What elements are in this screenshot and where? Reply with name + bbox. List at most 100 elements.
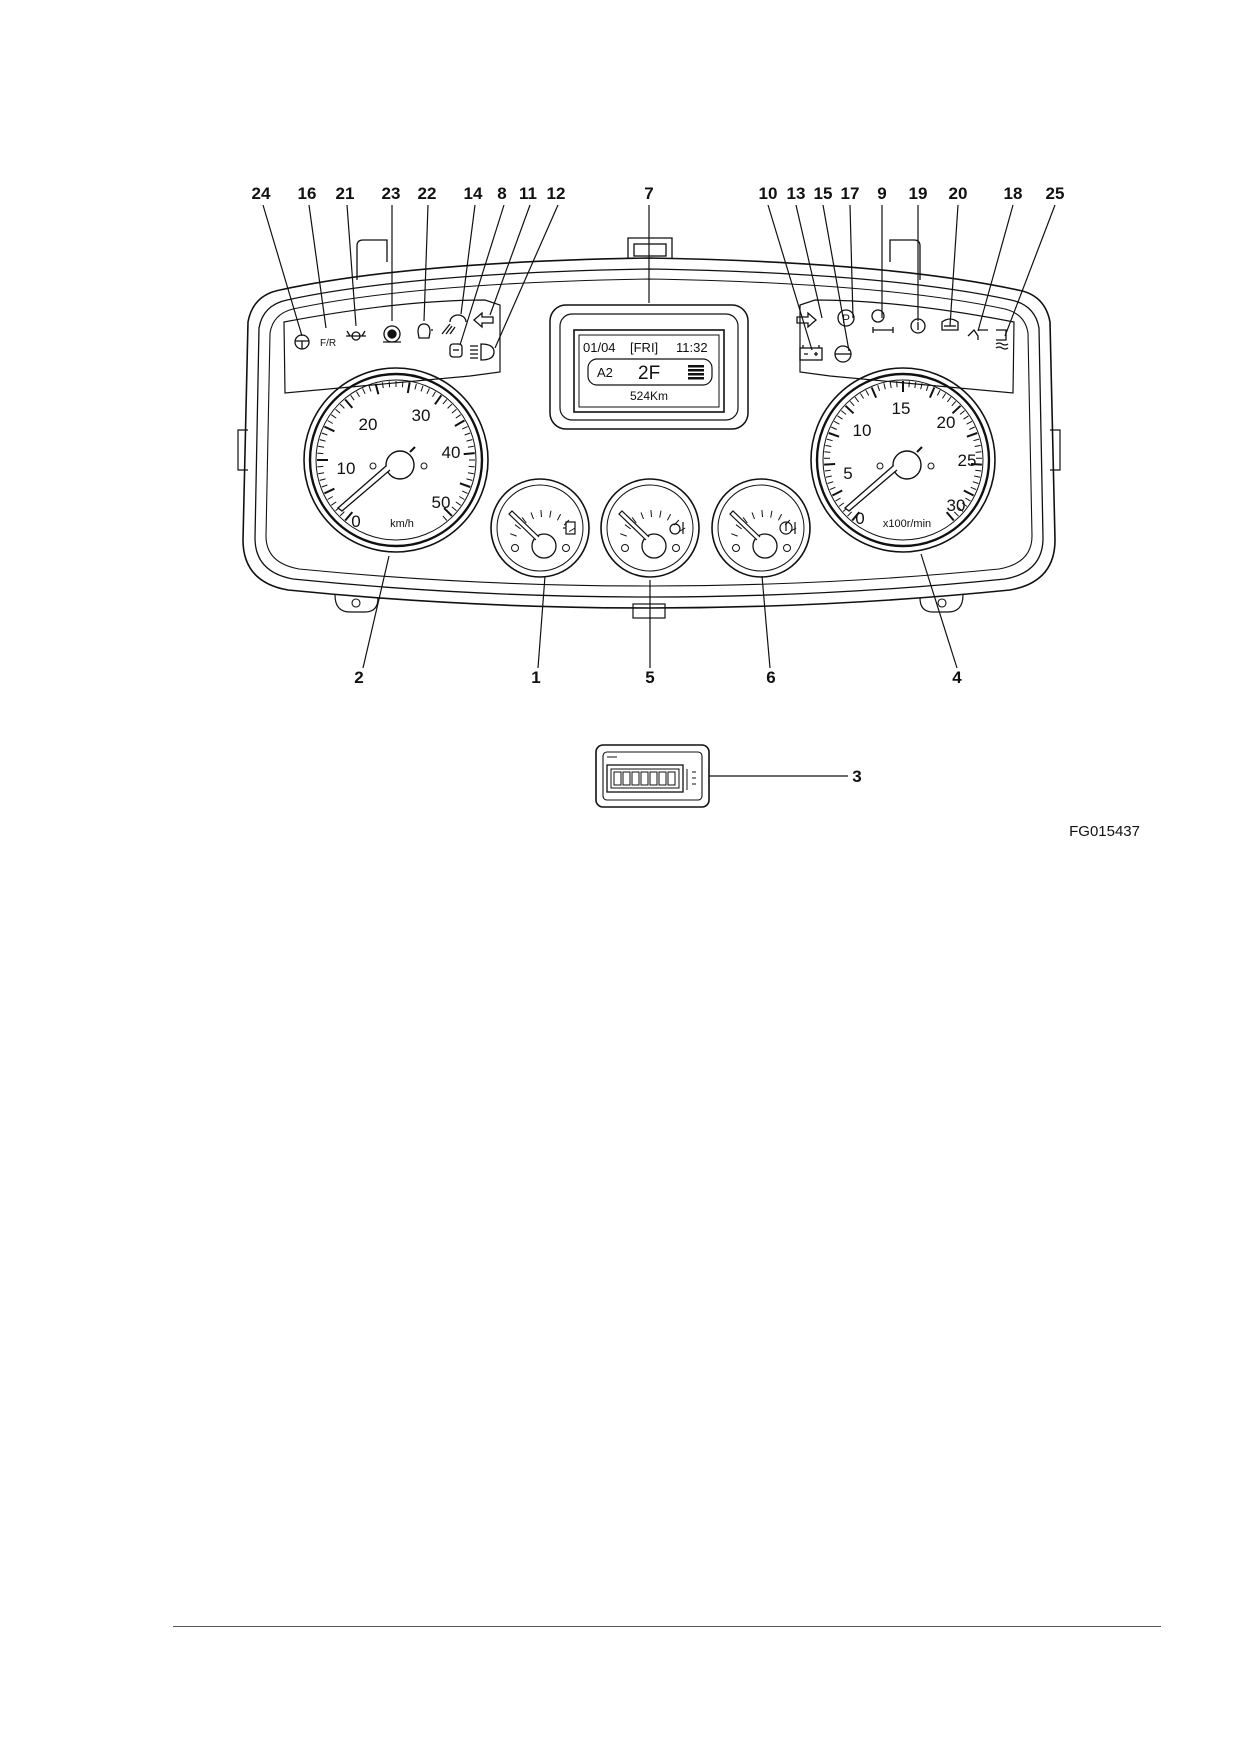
speedo-tick-mark-52 <box>458 496 465 500</box>
panel-housing <box>237 237 1061 619</box>
tacho-needle <box>843 465 898 512</box>
lcd-gear: 2F <box>638 363 660 384</box>
speedo-tick-mark-24 <box>368 385 372 392</box>
trans-tick-mark-5 <box>659 510 662 518</box>
callout-10: 10 <box>759 184 778 203</box>
tacho-tick-mark-28 <box>889 381 892 389</box>
tacho-tick-mark-21 <box>849 400 855 407</box>
top-leader-lines <box>262 204 1056 352</box>
tacho-tick-mark-19 <box>840 410 847 415</box>
speedo-tick-mark-35 <box>434 394 443 405</box>
callout-7: 7 <box>644 184 653 203</box>
tacho-tick-mark-42 <box>963 415 969 420</box>
speedo-tick-mark-44 <box>467 445 474 448</box>
bulb-icon <box>417 323 433 339</box>
speedo-tick-mark-19 <box>339 403 345 409</box>
callout-4: 4 <box>952 668 962 687</box>
tacho-tick-20: 20 <box>937 413 956 432</box>
speedo-tick-mark-34 <box>432 391 436 398</box>
steering-icon <box>294 334 310 350</box>
tacho-tick-mark-24 <box>865 389 870 396</box>
turn-left-icon <box>473 311 494 329</box>
right-indicators: P <box>796 309 1009 363</box>
speedo-tick-mark-45 <box>463 452 475 456</box>
tacho-tick-mark-23 <box>859 393 865 399</box>
speedo-tick-mark-17 <box>331 414 337 419</box>
tacho-tick-mark-57 <box>961 502 968 507</box>
tacho-tick-mark-10 <box>824 463 836 466</box>
tacho-tick-mark-54 <box>970 486 977 491</box>
trans-tick-mark-6 <box>666 513 672 521</box>
tacho-tick-mark-46 <box>973 438 980 442</box>
trans-needle <box>618 510 650 541</box>
tacho-tick-mark-14 <box>826 438 833 442</box>
tacho-tick-mark-16 <box>830 426 837 430</box>
tacho-tick-mark-40 <box>951 405 962 415</box>
callout-11: 11 <box>519 184 537 203</box>
speedo-tick-mark-31 <box>414 383 417 390</box>
glowplug-icon <box>449 343 463 358</box>
callout-20: 20 <box>949 184 968 203</box>
speedo-tick-mark-36 <box>442 399 448 405</box>
trans-tick-mark-4 <box>650 510 652 518</box>
fuel-tick-mark-3 <box>530 512 534 520</box>
tacho-tick-mark-1 <box>847 511 853 517</box>
speedo-tick-mark-25 <box>374 383 380 395</box>
bottom-callouts: 2 1 5 6 4 <box>354 668 962 687</box>
speedo-tick-mark-47 <box>468 465 475 468</box>
lcd-gear-bars-icon <box>688 365 704 380</box>
speedo-tick-mark-55 <box>443 507 453 517</box>
lcd-date: 01/04 <box>583 340 616 355</box>
tacho-tick-mark-7 <box>827 481 834 484</box>
tacho-tick-mark-22 <box>854 396 860 403</box>
callout-1: 1 <box>531 668 540 687</box>
tacho-tick-mark-26 <box>877 385 881 391</box>
tacho-tick-mark-53 <box>972 481 979 484</box>
fuel-tick-mark-2 <box>521 517 527 524</box>
speedo-tick-mark-38 <box>451 408 457 414</box>
tacho-hub <box>892 450 922 480</box>
figure-code: FG015437 <box>1069 823 1140 840</box>
speedo-tick-30: 30 <box>412 406 431 425</box>
tacho-tick-mark-38 <box>946 396 952 403</box>
callout-23: 23 <box>382 184 401 203</box>
info-icon <box>910 318 926 334</box>
speedo-tick-mark-30 <box>406 382 411 394</box>
coolant-icon <box>995 329 1009 350</box>
callout-13: 13 <box>787 184 806 203</box>
speedo-tick-mark-3 <box>331 501 337 506</box>
tacho-tick-mark-6 <box>829 486 836 491</box>
speedo-tick-mark-22 <box>356 391 360 398</box>
tacho-tick-mark-60 <box>945 511 955 522</box>
tacho-tick-mark-31 <box>908 381 910 388</box>
tacho-tick-mark-9 <box>824 469 831 472</box>
callout-14: 14 <box>464 184 483 203</box>
fuel-icon <box>563 521 576 535</box>
callout-25: 25 <box>1046 184 1065 203</box>
speedo-tick-mark-14 <box>321 432 328 436</box>
headlight-icon <box>470 343 495 361</box>
callout-3: 3 <box>852 767 861 786</box>
speedo-tick-mark-37 <box>447 403 453 409</box>
brake-icon <box>383 325 401 343</box>
tacho-tick-mark-12 <box>824 451 831 453</box>
coolant-temp-icon <box>779 521 796 535</box>
hour-meter-digits <box>613 771 676 786</box>
tacho-tick-mark-43 <box>966 420 973 425</box>
tacho-ticks <box>823 381 983 522</box>
trans-tick-mark-0 <box>620 533 627 537</box>
bottom-leader-lines <box>362 553 958 669</box>
tacho-tick-mark-18 <box>837 415 843 420</box>
speedo-hub <box>385 450 415 480</box>
callout-2: 2 <box>354 668 363 687</box>
tacho-tick-15: 15 <box>892 399 911 418</box>
speedo-tick-mark-0 <box>344 511 354 522</box>
callout-15: 15 <box>814 184 833 203</box>
coolant-temp-gauge <box>711 478 811 578</box>
speedo-tick-mark-56 <box>442 515 448 521</box>
tacho-tick-mark-56 <box>965 497 971 502</box>
tacho-tick-10: 10 <box>853 421 872 440</box>
speedo-tick-10: 10 <box>337 459 356 478</box>
speedo-tick-mark-4 <box>327 496 334 500</box>
air-filter-icon <box>967 328 988 340</box>
